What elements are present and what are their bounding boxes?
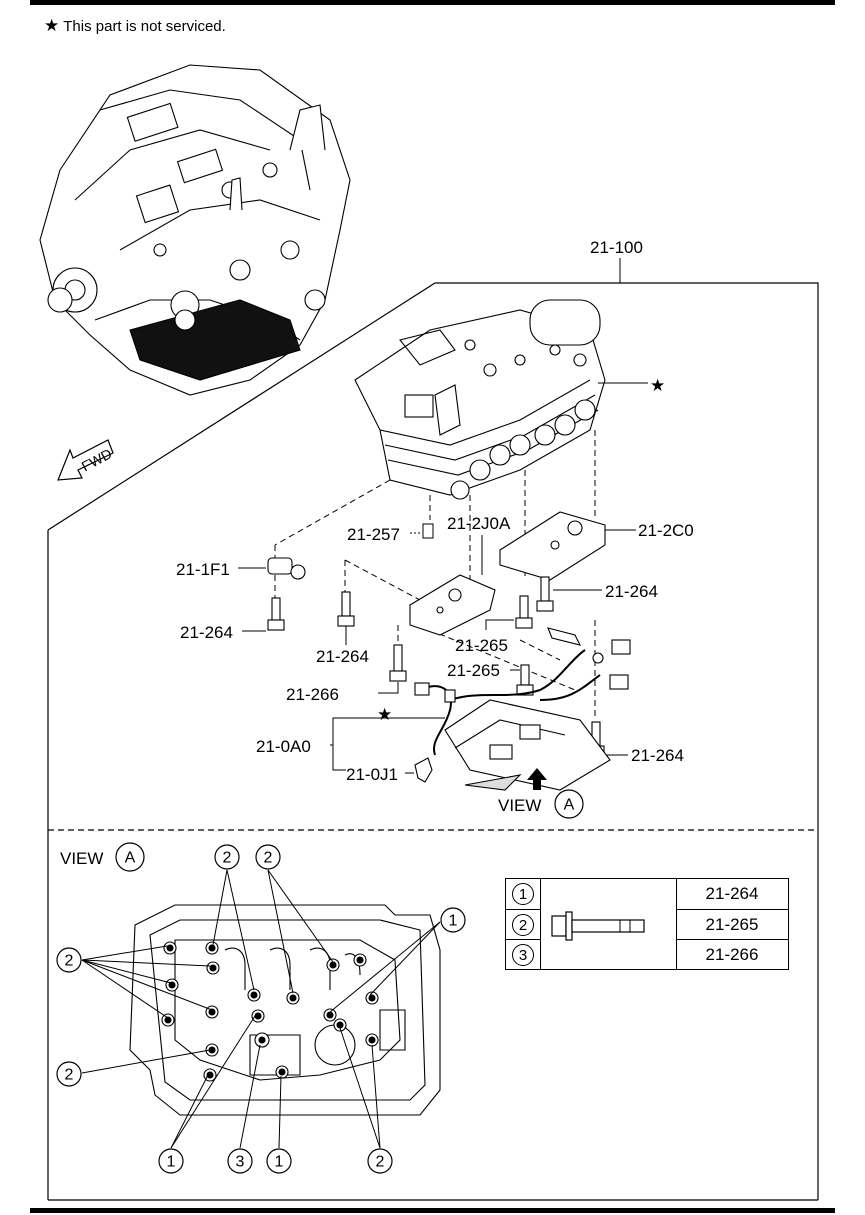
bolt-legend-table: 1 2 3 21-264 21-265 21-266 (505, 878, 789, 970)
label-21-265-b: 21-265 (447, 661, 500, 680)
callout-right: 1 (449, 913, 458, 930)
view-a-title-circle (115, 842, 145, 872)
legend-number-column: 1 2 3 (506, 879, 541, 969)
control-valve-body (354, 299, 606, 500)
view-a-circle (554, 789, 584, 819)
label-21-1f1: 21-1F1 (176, 560, 230, 579)
callout-bottom-1-mid: 1 (275, 1154, 284, 1171)
legend-number: 3 (512, 944, 534, 966)
label-21-264-b: 21-264 (316, 647, 369, 666)
callout-circle (56, 947, 82, 973)
callout-circle (266, 1148, 292, 1174)
bottom-rule (30, 1208, 835, 1213)
service-note-text: This part is not serviced. (63, 18, 226, 35)
pin-21-257 (422, 523, 434, 539)
label-21-100: 21-100 (590, 238, 643, 257)
view-a-title-letter: A (125, 850, 136, 867)
label-21-2c0: 21-2C0 (638, 521, 694, 540)
label-21-264-c: 21-264 (605, 582, 658, 601)
transmission-assembly (39, 64, 351, 396)
label-21-265-a: 21-265 (455, 636, 508, 655)
callout-circle (158, 1148, 184, 1174)
legend-number: 2 (512, 914, 534, 936)
label-21-2j0a: 21-2J0A (447, 514, 511, 533)
callout-left-upper: 2 (65, 953, 74, 970)
label-21-0j1: 21-0J1 (346, 765, 398, 784)
view-a-letter: A (564, 797, 575, 814)
view-frame (47, 282, 819, 1201)
legend-number-cell: 1 (506, 879, 540, 909)
star-icon-upper: ★ (650, 376, 665, 395)
callout-left-lower: 2 (65, 1067, 74, 1084)
callout-circle (367, 1148, 393, 1174)
plate-21-2j0a (409, 574, 496, 636)
sensor-21-1f1 (267, 557, 306, 580)
legend-bolt-image-cell (540, 879, 677, 969)
callout-bottom-1-left: 1 (167, 1154, 176, 1171)
label-21-264-a: 21-264 (180, 623, 233, 642)
legend-number-cell: 3 (506, 939, 540, 970)
callout-leaders (81, 869, 441, 1149)
plate-21-2c0 (499, 511, 606, 581)
callout-circle (214, 844, 240, 870)
label-21-257: 21-257 (347, 525, 400, 544)
bolt-icon (551, 911, 645, 941)
label-21-0a0: 21-0A0 (256, 737, 311, 756)
wiring-harness-21-0a0 (414, 627, 631, 791)
callout-top-right: 2 (264, 850, 273, 867)
callout-top-left: 2 (223, 850, 232, 867)
label-21-264-d: 21-264 (631, 746, 684, 765)
callout-circle (255, 844, 281, 870)
star-icon-lower: ★ (377, 705, 392, 724)
label-21-266: 21-266 (286, 685, 339, 704)
fwd-arrow-icon: FWD (57, 439, 114, 481)
callout-circle (227, 1148, 253, 1174)
callout-bottom-3: 3 (236, 1154, 245, 1171)
legend-number: 1 (512, 883, 534, 905)
view-a-label: VIEW (498, 796, 541, 815)
callout-bottom-2-right: 2 (376, 1154, 385, 1171)
view-arrow-icon (527, 768, 547, 790)
valve-body-bottom-view (129, 904, 441, 1116)
legend-part-number: 21-265 (676, 909, 788, 940)
star-icon: ★ (44, 16, 60, 35)
legend-part-number: 21-266 (676, 939, 788, 970)
legend-number-cell: 2 (506, 909, 540, 940)
service-note: ★This part is not serviced. (44, 16, 226, 36)
top-rule (30, 0, 835, 5)
callout-circle (56, 1061, 82, 1087)
clip-21-0j1 (414, 757, 433, 783)
view-a-title: VIEW (60, 849, 103, 868)
legend-part-number: 21-264 (705, 884, 759, 903)
callout-circle (440, 907, 466, 933)
